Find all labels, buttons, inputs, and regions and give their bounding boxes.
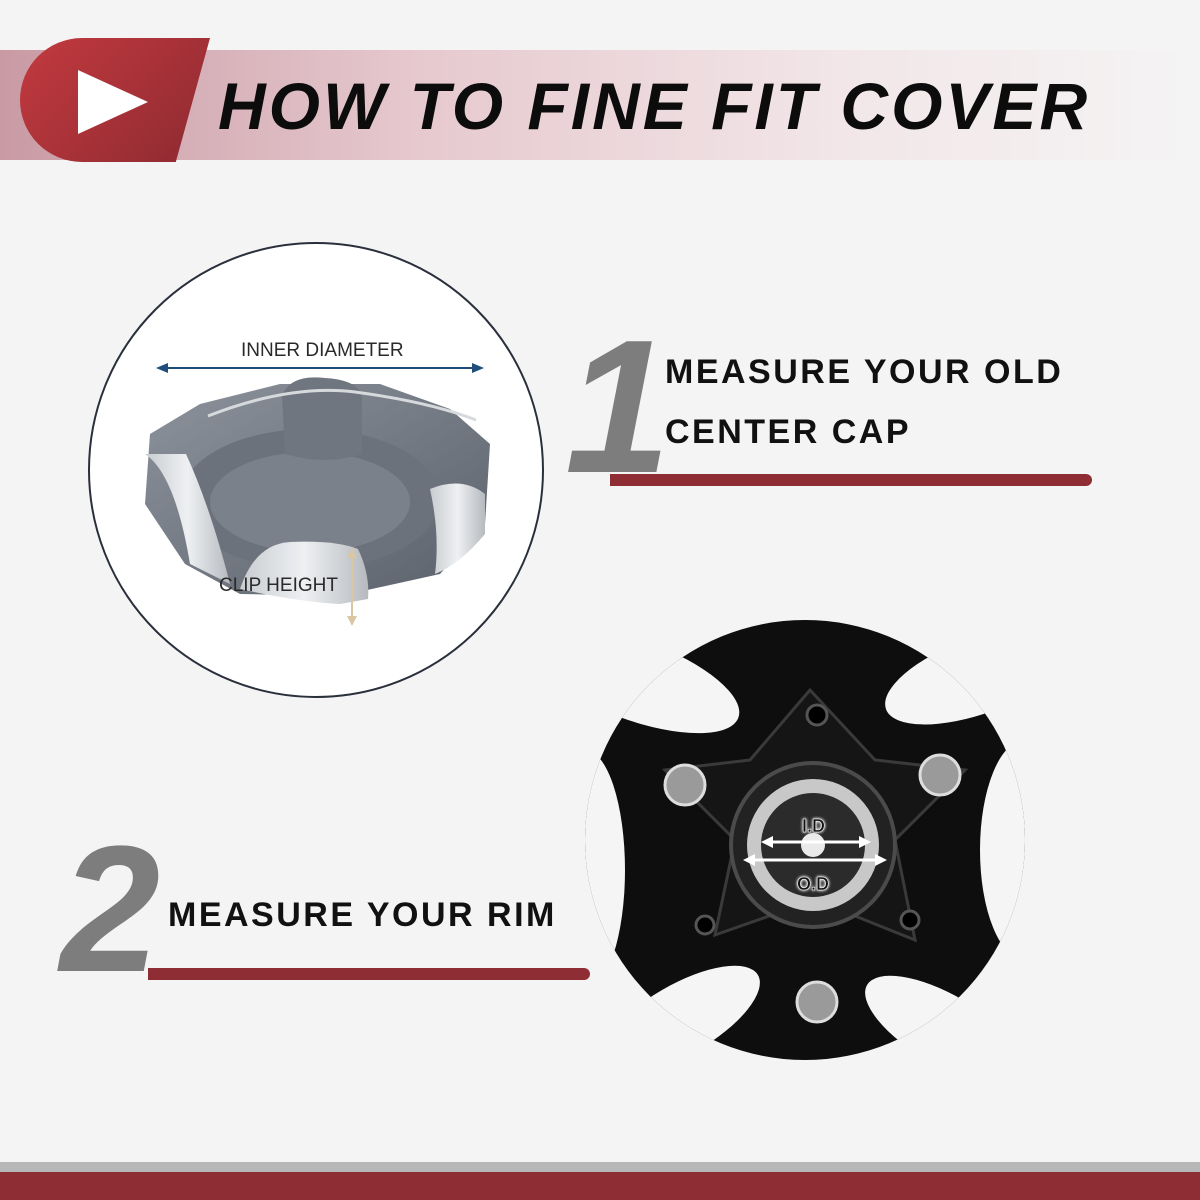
- clip-height-label: CLIP HEIGHT: [219, 575, 338, 596]
- center-cap-image: INNER DIAMETER CLIP HEIGHT: [88, 242, 544, 698]
- step-2-number: 2: [60, 809, 161, 1010]
- step-1-number: 1: [565, 301, 671, 513]
- play-icon: [78, 70, 148, 134]
- od-label: O.D: [797, 874, 830, 895]
- step-2-line-1: MEASURE YOUR RIM: [168, 896, 557, 934]
- rim-drawing: [585, 625, 1025, 1060]
- center-cap-drawing: [145, 363, 490, 626]
- footer-stripe-grey: [0, 1162, 1200, 1172]
- step-1-underline: [610, 474, 1092, 486]
- id-label: I.D: [802, 816, 826, 837]
- step-1-line-2: CENTER CAP: [665, 413, 912, 451]
- page-title: HOW TO FINE FIT COVER: [218, 69, 1091, 143]
- step-1-line-1: MEASURE YOUR OLD: [665, 353, 1064, 391]
- step-2-underline: [148, 968, 590, 980]
- footer-stripe-red: [0, 1172, 1200, 1200]
- rim-image: I.D O.D: [585, 620, 1025, 1060]
- inner-diameter-label: INNER DIAMETER: [241, 340, 404, 361]
